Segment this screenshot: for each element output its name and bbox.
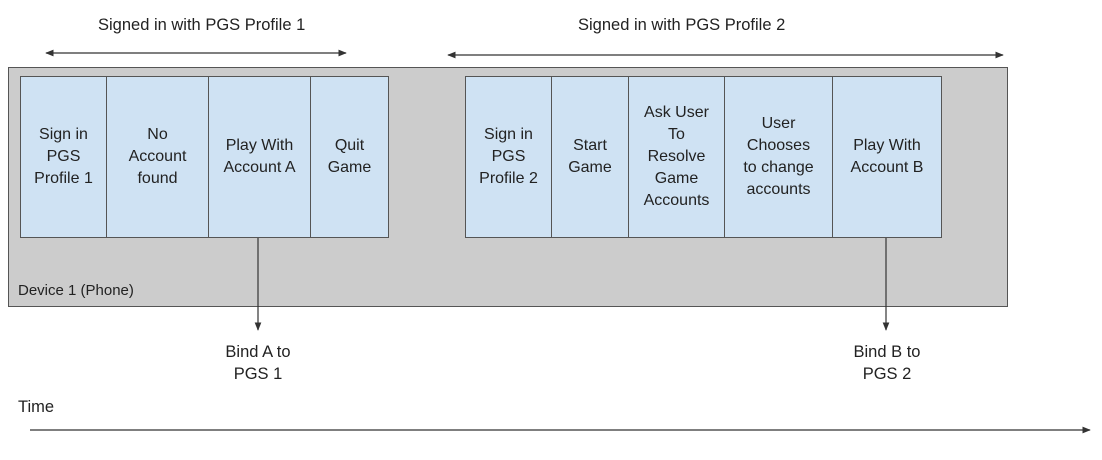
step-label: Start Game — [568, 137, 612, 176]
time-label: Time — [18, 398, 55, 416]
bind-b-label: Bind B to PGS 2 — [853, 343, 921, 383]
step-play-account-b: Play With Account B — [832, 76, 942, 238]
profile-2-header: Signed in with PGS Profile 2 — [578, 16, 786, 34]
step-user-chooses-change: User Chooses to change accounts — [724, 76, 833, 238]
step-label: Quit Game — [327, 137, 372, 176]
step-label: Ask User To Resolve Game Accounts — [643, 104, 710, 209]
step-ask-user-resolve: Ask User To Resolve Game Accounts — [628, 76, 725, 238]
step-label: Play With Account B — [850, 137, 924, 176]
device-label: Device 1 (Phone) — [18, 282, 134, 299]
step-start-game: Start Game — [551, 76, 629, 238]
step-label: Sign in PGS Profile 1 — [34, 126, 93, 187]
step-label: Sign in PGS Profile 2 — [479, 126, 538, 187]
step-quit-game: Quit Game — [310, 76, 389, 238]
step-label: User Chooses to change accounts — [743, 115, 814, 198]
step-label: Play With Account A — [223, 137, 296, 176]
step-sign-in-profile-1: Sign in PGS Profile 1 — [20, 76, 107, 238]
step-label: No Account found — [128, 126, 187, 187]
bind-a-label: Bind A to PGS 1 — [225, 343, 291, 383]
step-no-account-found: No Account found — [106, 76, 209, 238]
step-sign-in-profile-2: Sign in PGS Profile 2 — [465, 76, 552, 238]
step-play-account-a: Play With Account A — [208, 76, 311, 238]
profile-1-header: Signed in with PGS Profile 1 — [98, 16, 306, 34]
